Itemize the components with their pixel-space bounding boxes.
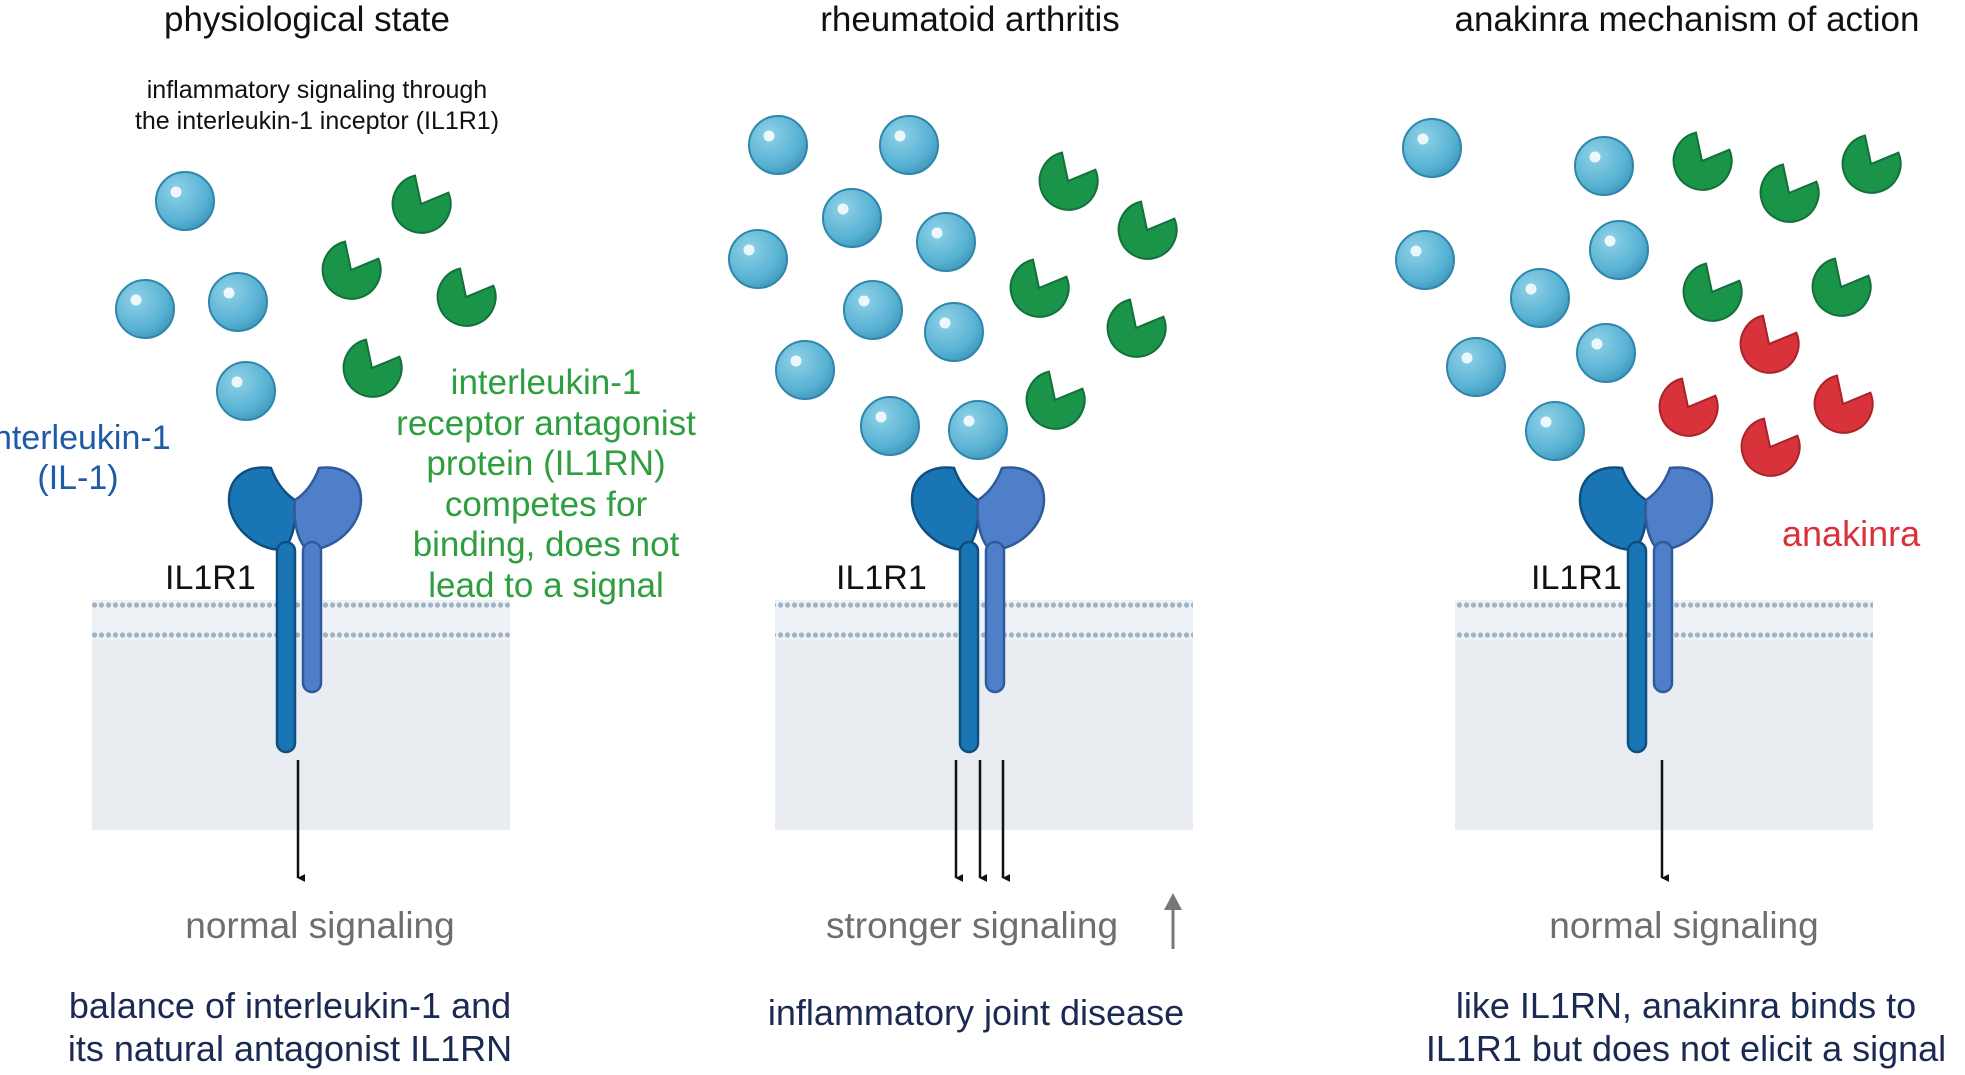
il1-label: interleukin-1 (IL-1): [0, 418, 171, 498]
panel-title: anakinra mechanism of action: [1454, 0, 1920, 39]
il1-molecule: [115, 279, 175, 339]
il1-label-line: interleukin-1: [0, 419, 171, 457]
il1-molecule: [879, 115, 939, 175]
anakinra-molecule: [1740, 417, 1801, 477]
conclusion-line: IL1R1 but does not elicit a signal: [1425, 1028, 1947, 1070]
il1-molecule: [1525, 401, 1585, 461]
il1-molecule: [948, 400, 1008, 460]
cytoplasm-region: [775, 618, 1193, 830]
il1-molecule: [216, 361, 276, 421]
il1-molecule: [155, 171, 215, 231]
increase-arrow-icon: [1164, 893, 1182, 949]
il1rn-molecule: [1025, 370, 1086, 430]
il1rn-label-line: protein (IL1RN): [426, 444, 666, 484]
il1-molecule: [728, 229, 788, 289]
il1rn-molecule: [436, 267, 497, 327]
il1-molecule: [822, 188, 882, 248]
conclusion-line: balance of interleukin-1 and: [68, 985, 512, 1026]
panel-subtitle: inflammatory signaling through the inter…: [135, 75, 499, 138]
cell-membrane: [92, 600, 510, 640]
conclusion-line: its natural antagonist IL1RN: [67, 1028, 513, 1070]
conclusion: like IL1RN, anakinra binds to IL1R1 but …: [1426, 984, 1946, 1070]
il1-molecule: [1446, 337, 1506, 397]
receptor-label: IL1R1: [836, 559, 927, 597]
conclusion: balance of interleukin-1 and its natural…: [68, 984, 512, 1070]
il1rn-molecule: [1038, 151, 1099, 211]
il1rn-molecule: [321, 240, 382, 300]
conclusion-line: inflammatory joint disease: [767, 992, 1185, 1033]
il1-molecule: [916, 212, 976, 272]
il1-molecule: [1576, 323, 1636, 383]
il1rn-molecule: [342, 338, 403, 398]
cell-membrane: [775, 600, 1193, 640]
il1rn-molecule: [1841, 134, 1902, 194]
subtitle-line: the interleukin-1 inceptor (IL1R1): [134, 107, 500, 136]
il1-molecule: [208, 272, 268, 332]
il1-molecule: [924, 302, 984, 362]
il1rn-label-line: interleukin-1: [450, 363, 642, 402]
conclusion: inflammatory joint disease: [768, 991, 1184, 1034]
il1rn-molecule: [1759, 163, 1820, 223]
receptor-label: IL1R1: [165, 559, 256, 597]
il1rn-label-line: binding, does not: [412, 525, 680, 565]
panel-title: rheumatoid arthritis: [820, 0, 1120, 39]
il1-molecule: [1402, 118, 1462, 178]
anakinra-molecule: [1739, 314, 1800, 374]
il1rn-label: interleukin-1 receptor antagonist protei…: [396, 363, 696, 607]
il1-molecule: [748, 115, 808, 175]
receptor-label: IL1R1: [1531, 559, 1622, 597]
il1rn-molecule: [1117, 200, 1178, 260]
il1-molecule: [860, 396, 920, 456]
il1rn-label-line: competes for: [444, 484, 648, 524]
il1-molecule: [1395, 230, 1455, 290]
signal-label: normal signaling: [185, 905, 455, 946]
anakinra-label: anakinra: [1782, 513, 1921, 554]
il1rn-label-line: lead to a signal: [428, 565, 664, 605]
cytoplasm-region: [92, 618, 510, 830]
panel-rheumatoid-arthritis: [728, 115, 1193, 949]
signal-label: stronger signaling: [826, 905, 1119, 946]
il1rn-molecule: [1811, 257, 1872, 317]
il1rn-molecule: [1009, 258, 1070, 318]
il1rn-molecule: [1672, 131, 1733, 191]
subtitle-line: inflammatory signaling through: [146, 76, 488, 104]
il1-molecule: [843, 280, 903, 340]
il1rn-molecule: [1106, 298, 1167, 358]
anakinra-molecule: [1813, 374, 1874, 434]
il1-molecule: [1589, 220, 1649, 280]
conclusion-line: like IL1RN, anakinra binds to: [1455, 985, 1917, 1026]
signal-label: normal signaling: [1549, 905, 1819, 946]
panel-title: physiological state: [164, 0, 450, 39]
il1rn-label-line: receptor antagonist: [396, 403, 696, 443]
il1-molecule: [1510, 268, 1570, 328]
il1rn-molecule: [391, 174, 452, 234]
il1rn-molecule: [1682, 262, 1743, 322]
panel-anakinra: [1395, 118, 1902, 882]
il1-molecule: [775, 340, 835, 400]
anakinra-molecule: [1658, 377, 1719, 437]
il1-label-line: (IL-1): [37, 459, 119, 498]
il1-molecule: [1574, 136, 1634, 196]
panel-physiological: [92, 171, 510, 882]
